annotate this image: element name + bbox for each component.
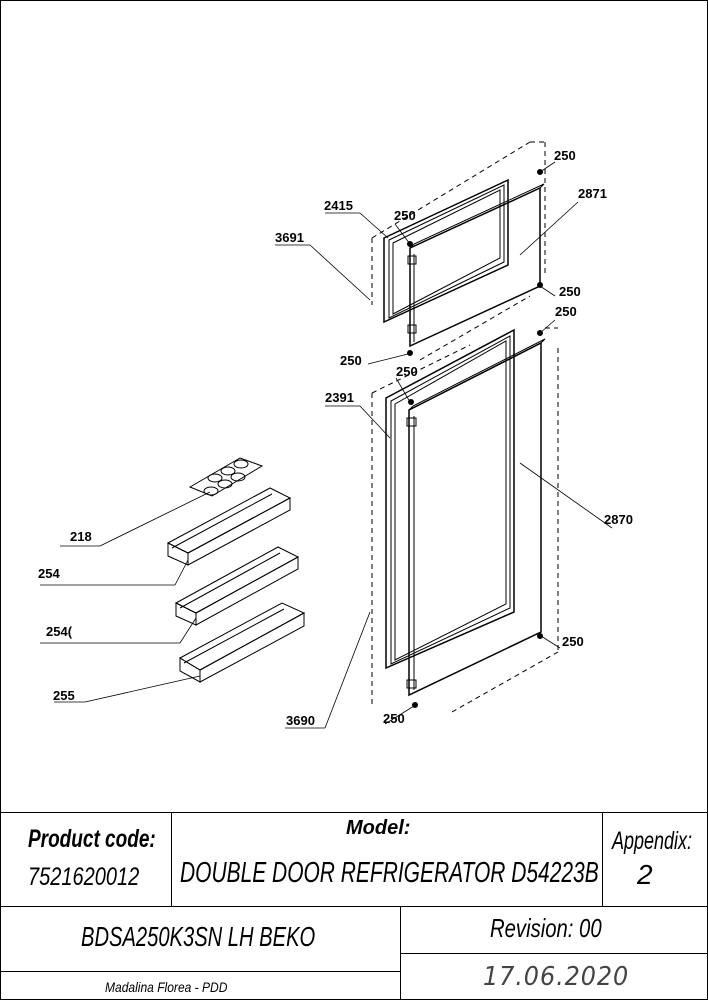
callout-254: 254: [38, 566, 60, 581]
revision-cell: Revision: 00: [400, 906, 708, 954]
callout-250: 250: [394, 208, 416, 223]
door-shelf-bottom: [178, 602, 306, 683]
hinge-bolt-icon: [408, 330, 543, 708]
variant-cell: BDSA250K3SN LH BEKO: [0, 906, 401, 972]
hinge-bolt-icon: [407, 169, 543, 356]
callout-218: 218: [70, 529, 92, 544]
lower-door-gasket: [385, 328, 515, 670]
date-value: 17.06.2020: [483, 962, 630, 992]
callout-250: 250: [562, 634, 584, 649]
date-cell: 17.06.2020: [400, 953, 708, 1000]
callout-255: 255: [53, 688, 75, 703]
upper-door-envelope: [371, 141, 546, 361]
author-name: Madalina Florea - PDD: [105, 979, 228, 995]
model-cell: Model: DOUBLE DOOR REFRIGERATOR D54223B: [171, 812, 603, 907]
callout-3690: 3690: [286, 713, 315, 728]
callout-2391: 2391: [325, 390, 354, 405]
door-shelf-middle: [174, 546, 300, 626]
upper-door-gasket: [383, 178, 509, 324]
product-code-cell: Product code: 7521620012: [0, 812, 172, 907]
title-block: Product code: 7521620012 Model: DOUBLE D…: [0, 812, 708, 1000]
callout-250: 250: [396, 364, 418, 379]
appendix-label: Appendix:: [612, 827, 693, 855]
callout-2870: 2870: [604, 512, 633, 527]
callout-254: 254(: [46, 624, 73, 639]
callout-2415: 2415: [324, 198, 353, 213]
egg-tray: [188, 457, 264, 497]
leader-lines: [40, 161, 613, 729]
exploded-parts-diagram: 250 2871 2415 250 3691 250 250 250 250 2…: [38, 141, 633, 729]
callout-250: 250: [559, 284, 581, 299]
callout-3691: 3691: [275, 230, 304, 245]
author-cell: Madalina Florea - PDD: [0, 971, 401, 1000]
revision-label: Revision: 00: [490, 913, 602, 943]
model-value: DOUBLE DOOR REFRIGERATOR D54223B: [180, 857, 599, 889]
callout-250: 250: [555, 304, 577, 319]
callout-250: 250: [383, 711, 405, 726]
upper-door-panel: [407, 183, 545, 348]
appendix-value: 2: [637, 859, 653, 890]
door-shelf-top: [166, 487, 292, 566]
callout-250: 250: [340, 353, 362, 368]
product-code-label: Product code:: [28, 825, 156, 853]
model-label: Model:: [346, 817, 411, 839]
product-code-value: 7521620012: [28, 863, 140, 891]
callout-2871: 2871: [578, 186, 607, 201]
lower-door-envelope: [371, 327, 559, 713]
lower-door-panel: [406, 338, 546, 697]
callout-250: 250: [554, 148, 576, 163]
appendix-cell: Appendix: 2: [602, 812, 708, 907]
variant-name: BDSA250K3SN LH BEKO: [81, 921, 316, 952]
